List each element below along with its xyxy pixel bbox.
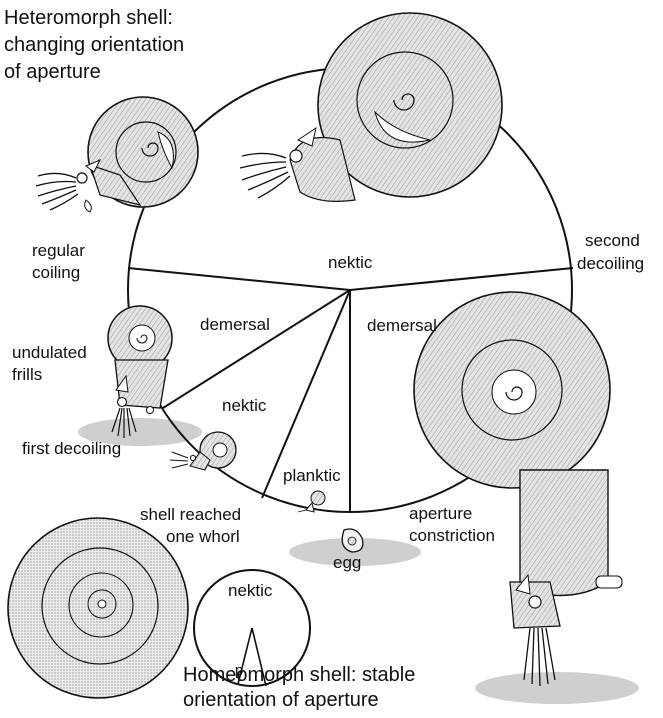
label-demersal-left: demersal [200,314,270,335]
nektic-ammonite-top [240,13,502,201]
label-nektic-inset: nektic [228,580,272,601]
label-aperture-constriction-1: aperture [409,503,472,524]
regular-coiling-ammonite [36,97,198,212]
heteromorph-title-line2: changing orientation [4,33,184,58]
label-regular-coiling-2: coiling [32,262,80,283]
homeomorph-title-line2: orientation of aperture [183,688,379,713]
label-shell-reached-2: one whorl [166,526,240,547]
label-nektic-top: nektic [328,252,372,273]
label-second-decoiling-1: second [585,230,640,251]
label-undulated-frills-1: undulated [12,342,87,363]
heteromorph-title-line3: of aperture [4,60,101,85]
label-planktic: planktic [283,465,341,486]
homeomorph-title-line1: Homeomorph shell: stable [183,663,415,688]
heteromorph-title-line1: Heteromorph shell: [4,6,173,31]
label-egg: egg [333,552,361,573]
planktic-hatchling [298,491,325,512]
label-first-decoiling: first decoiling [22,438,121,459]
label-demersal-right: demersal [367,315,437,336]
label-regular-coiling-1: regular [32,240,85,261]
label-shell-reached-1: shell reached [140,504,241,525]
label-nektic-mid: nektic [222,395,266,416]
egg [342,529,363,552]
seafloor-shadow-second-decoiling [475,672,639,704]
label-p-marker: p [235,660,243,681]
second-decoiling-ammonite [414,292,622,686]
homeomorph-shell [8,518,188,698]
label-undulated-frills-2: frills [12,364,42,385]
label-aperture-constriction-2: constriction [409,525,495,546]
label-second-decoiling-2: decoiling [577,253,644,274]
